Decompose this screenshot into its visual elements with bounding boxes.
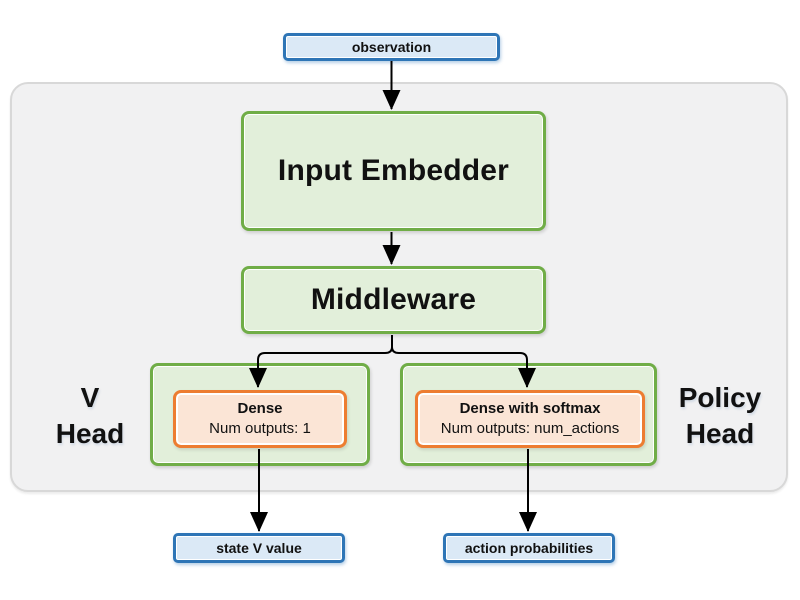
policy-head-label: Policy Head: [660, 380, 780, 453]
v-dense-title: Dense: [237, 399, 283, 417]
input-embedder-label: Input Embedder: [277, 154, 510, 187]
observation-label: observation: [351, 39, 432, 55]
middleware-node: Middleware: [241, 266, 546, 334]
action-probabilities-node: action probabilities: [443, 533, 615, 563]
policy-dense-node: Dense with softmax Num outputs: num_acti…: [415, 390, 645, 448]
policy-head-label-line1: Policy: [678, 382, 762, 413]
policy-dense-subtitle: Num outputs: num_actions: [440, 420, 620, 437]
action-probabilities-label: action probabilities: [464, 540, 594, 556]
input-embedder-node: Input Embedder: [241, 111, 546, 231]
middleware-label: Middleware: [310, 283, 477, 316]
observation-node: observation: [283, 33, 500, 61]
v-dense-node: Dense Num outputs: 1: [173, 390, 347, 448]
policy-dense-title: Dense with softmax: [459, 399, 601, 417]
v-head-label-line2: Head: [55, 418, 125, 450]
v-head-label-line1: V: [80, 382, 100, 413]
state-v-value-node: state V value: [173, 533, 345, 563]
state-v-value-label: state V value: [216, 540, 302, 556]
v-dense-subtitle: Num outputs: 1: [209, 420, 311, 437]
v-head-label: V Head: [30, 380, 150, 453]
policy-head-label-line2: Head: [685, 418, 755, 450]
